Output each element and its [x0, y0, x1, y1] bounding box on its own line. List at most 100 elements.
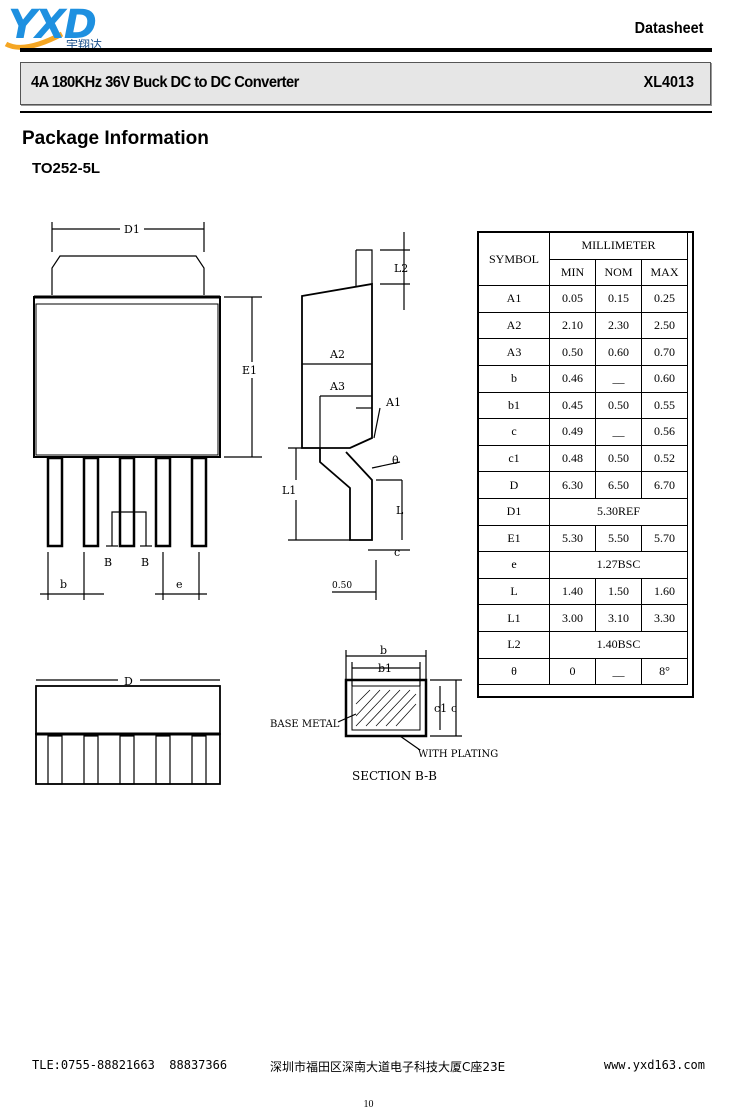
cell-symbol: c	[478, 418, 550, 446]
product-title: 4A 180KHz 36V Buck DC to DC Converter	[31, 74, 299, 91]
cell-min: 3.00	[549, 604, 596, 632]
dim-d: D	[124, 675, 133, 688]
header-rule	[20, 48, 712, 52]
cell-symbol: E1	[478, 524, 550, 553]
cell-max: 2.50	[641, 311, 688, 340]
cell-nom: __	[595, 364, 642, 393]
cell-max: 0.70	[641, 338, 688, 366]
title-banner: 4A 180KHz 36V Buck DC to DC Converter XL…	[20, 62, 711, 105]
dim-a3: A3	[329, 380, 345, 393]
section-dim-b: b	[380, 644, 387, 657]
logo-text: YXD	[8, 2, 97, 48]
datasheet-label: Datasheet	[634, 20, 703, 37]
cell-nom: 1.50	[595, 577, 642, 606]
cell-nom: 2.30	[595, 311, 642, 340]
cell-symbol: L	[478, 577, 550, 606]
cell-max: 0.56	[641, 418, 688, 446]
cell-nom: __	[595, 657, 642, 686]
dim-c: c	[394, 546, 400, 559]
footer-address: 深圳市福田区深南大道电子科技大厦C座23E	[270, 1060, 506, 1074]
symbol-header: SYMBOL	[478, 231, 550, 287]
cell-max: 8°	[641, 657, 688, 686]
cell-symbol: A2	[478, 311, 550, 340]
dim-l2: L2	[394, 262, 408, 275]
dim-e1: E1	[242, 364, 257, 377]
section-title: Package Information	[22, 128, 209, 149]
cell-nom: 0.15	[595, 285, 642, 313]
cell-symbol: L2	[478, 630, 550, 659]
cell-min: 0	[549, 657, 596, 686]
base-metal-label: BASE METAL	[270, 719, 340, 730]
title-rule	[20, 111, 712, 113]
cell-min: 0.48	[549, 444, 596, 473]
cell-nom: 6.50	[595, 471, 642, 499]
section-label: SECTION B-B	[352, 769, 437, 783]
cell-symbol: b1	[478, 391, 550, 420]
cell-nom: 5.50	[595, 524, 642, 553]
footer-phone: TLE:0755-88821663 88837366	[32, 1058, 228, 1072]
dim-a1: A1	[385, 396, 401, 409]
cell-min: 0.46	[549, 364, 596, 393]
cell-symbol: D1	[478, 497, 550, 526]
cell-symbol: θ	[478, 657, 550, 686]
section-mark-b-right: B	[141, 556, 149, 569]
cell-symbol: A3	[478, 338, 550, 366]
cell-min: 2.10	[549, 311, 596, 340]
cell-symbol: b	[478, 364, 550, 393]
cell-min: 6.30	[549, 471, 596, 499]
section-dim-b1: b1	[378, 662, 392, 675]
dim-gauge: 0.50	[332, 581, 352, 591]
dim-theta: θ	[392, 454, 399, 467]
cell-nom: 0.60	[595, 338, 642, 366]
tab-outline	[51, 255, 205, 295]
cell-max: 3.30	[641, 604, 688, 632]
cell-max: 0.55	[641, 391, 688, 420]
cell-min: 0.49	[549, 418, 596, 446]
col-header-nom: NOM	[595, 258, 642, 287]
cell-symbol: A1	[478, 285, 550, 313]
cell-min: 0.50	[549, 338, 596, 366]
cell-value-span: 1.27BSC	[549, 551, 688, 579]
cell-symbol: L1	[478, 604, 550, 632]
dim-a2: A2	[329, 348, 345, 361]
section-dim-c: c	[451, 702, 457, 715]
cell-nom: 0.50	[595, 391, 642, 420]
cell-max: 6.70	[641, 471, 688, 499]
cell-value-span: 5.30REF	[549, 497, 688, 526]
cell-symbol: c1	[478, 444, 550, 473]
section-mark-b-left: B	[104, 556, 112, 569]
cell-min: 1.40	[549, 577, 596, 606]
col-header-max: MAX	[641, 258, 688, 287]
dim-l1: L1	[282, 484, 296, 497]
cell-min: 5.30	[549, 524, 596, 553]
cell-symbol: e	[478, 551, 550, 579]
package-name: TO252-5L	[32, 160, 101, 177]
dim-e: e	[176, 578, 183, 591]
part-number: XL4013	[643, 74, 694, 91]
cell-nom: 3.10	[595, 604, 642, 632]
cell-max: 1.60	[641, 577, 688, 606]
cell-max: 0.52	[641, 444, 688, 473]
unit-header: MILLIMETER	[549, 232, 688, 260]
cell-nom: __	[595, 418, 642, 446]
cell-max: 5.70	[641, 524, 688, 553]
dim-b: b	[60, 578, 67, 591]
